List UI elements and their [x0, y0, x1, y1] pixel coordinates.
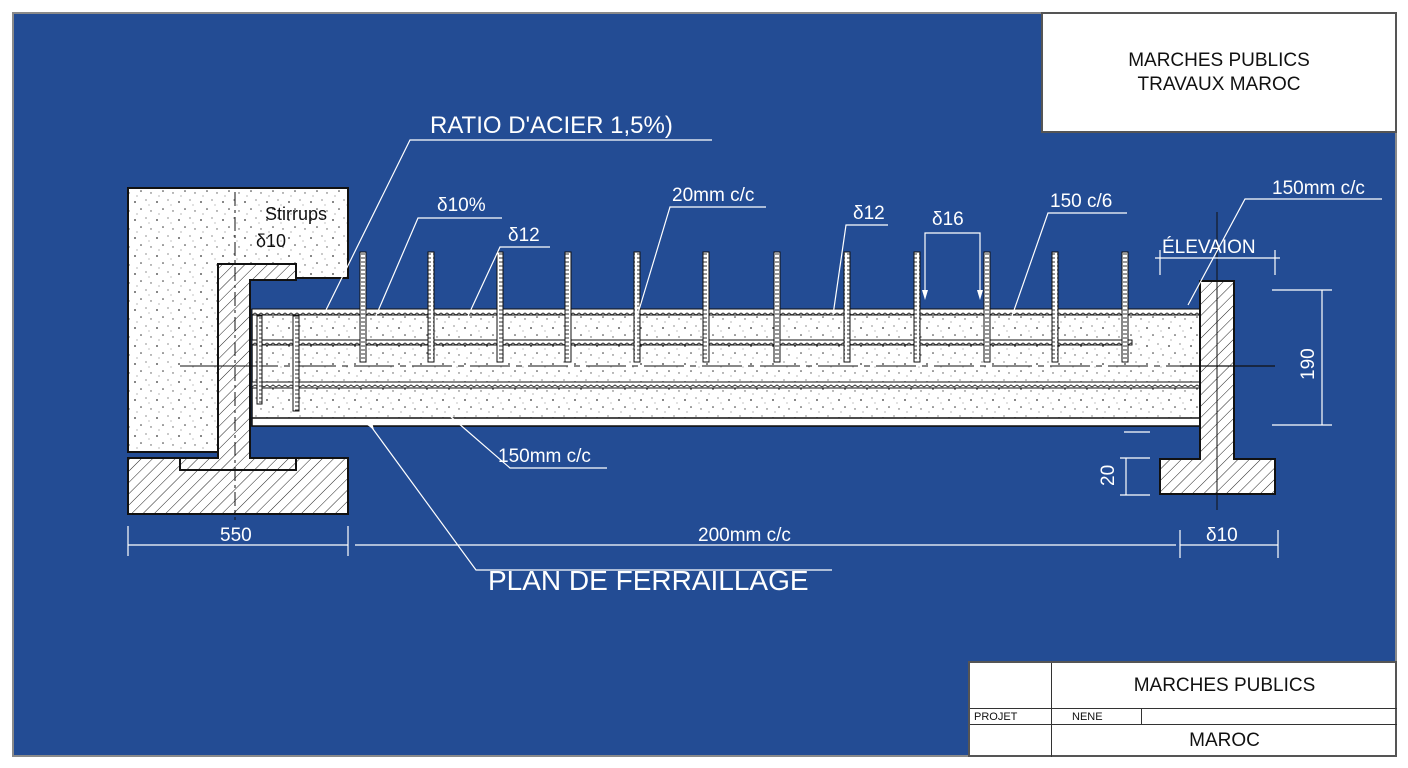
- title-block-bottom: MARCHES PUBLICS PROJET NENE MAROC: [968, 661, 1397, 757]
- dimension-d10-label: δ10: [1206, 525, 1238, 546]
- title-block-location: MAROC: [1189, 730, 1260, 751]
- vertical-bars: [359, 251, 1129, 363]
- bar-d12-left-label: δ12: [508, 225, 540, 246]
- dimension-190-label: 190: [1298, 348, 1319, 380]
- plan-title: PLAN DE FERRAILLAGE: [488, 565, 809, 596]
- dimension-20-label: 20: [1098, 465, 1119, 486]
- title-block-empty-cell-2: [970, 725, 1052, 757]
- right-support: [1159, 212, 1276, 510]
- dimension-550-label: 550: [220, 525, 252, 546]
- steel-ratio-label: RATIO D'ACIER 1,5%): [430, 112, 673, 139]
- title-block-empty-cell: [970, 663, 1052, 709]
- title-block-line-1: MARCHES PUBLICS: [1128, 49, 1310, 71]
- spacing-150mm-top-label: 150mm c/c: [1272, 178, 1365, 199]
- bar-d16-label: δ16: [932, 209, 964, 230]
- title-block-blank-cell: [1142, 709, 1397, 725]
- spacing-20mm-label: 20mm c/c: [672, 185, 754, 206]
- title-block-title: MARCHES PUBLICS: [1052, 663, 1397, 709]
- bar-d10-percent-label: δ10%: [437, 195, 486, 216]
- beam-section: [180, 251, 1275, 427]
- elevation-label: ÉLEVAION: [1162, 237, 1256, 258]
- title-block-top: MARCHES PUBLICS TRAVAUX MAROC: [1041, 12, 1397, 133]
- spacing-150mm-bottom-label: 150mm c/c: [498, 446, 591, 467]
- title-block-line-2: TRAVAUX MAROC: [1137, 73, 1301, 95]
- spacing-200mm-label: 200mm c/c: [698, 525, 791, 546]
- projet-label: PROJET: [970, 709, 1052, 725]
- stirrups-label: Stirrups: [265, 204, 327, 224]
- spacing-150-c6-label: 150 c/6: [1050, 191, 1112, 212]
- stirrups-diameter-label: δ10: [256, 231, 286, 251]
- leader-lines: [127, 139, 1382, 571]
- arrowheads: [366, 290, 983, 430]
- projet-value: NENE: [1052, 709, 1142, 725]
- left-support: [127, 187, 349, 520]
- bar-d12-right-label: δ12: [853, 203, 885, 224]
